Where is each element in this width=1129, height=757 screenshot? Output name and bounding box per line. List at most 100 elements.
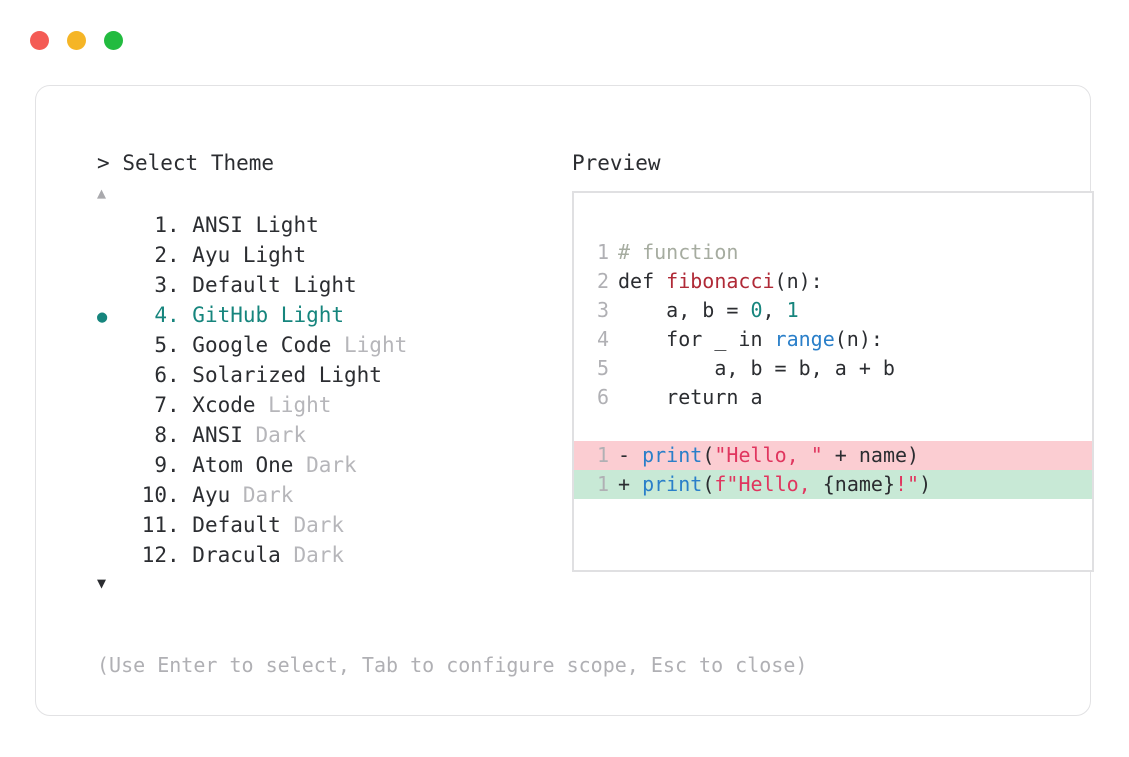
theme-item-separator: . bbox=[167, 513, 193, 537]
theme-list-item[interactable]: 10. Ayu Dark bbox=[97, 480, 567, 510]
theme-item-separator: . bbox=[167, 483, 193, 507]
theme-list-item[interactable]: 8. ANSI Dark bbox=[97, 420, 567, 450]
theme-item-number: 7 bbox=[154, 393, 167, 417]
code-token: + name bbox=[822, 443, 908, 467]
code-token: print bbox=[642, 443, 703, 467]
code-token: for _ in bbox=[618, 327, 775, 351]
code-token: ) bbox=[907, 443, 920, 467]
window-titlebar bbox=[30, 31, 123, 50]
bullet-placeholder bbox=[97, 242, 121, 272]
bullet-placeholder bbox=[97, 392, 121, 422]
code-token: ( bbox=[702, 443, 715, 467]
code-line: 6 return a bbox=[574, 383, 1092, 412]
theme-item-name: ANSI bbox=[192, 213, 243, 237]
line-number: 3 bbox=[596, 298, 609, 322]
line-number: 4 bbox=[596, 327, 609, 351]
theme-item-separator: . bbox=[167, 543, 193, 567]
code-line: 4 for _ in range(n): bbox=[574, 325, 1092, 354]
code-token: (n): bbox=[834, 327, 883, 351]
theme-item-name: GitHub bbox=[192, 303, 269, 327]
bullet-placeholder bbox=[97, 542, 121, 572]
code-blank-line bbox=[574, 412, 1092, 441]
theme-item-separator: . bbox=[167, 303, 193, 327]
code-token: ) bbox=[919, 472, 932, 496]
theme-item-separator: . bbox=[167, 213, 193, 237]
bullet-placeholder bbox=[97, 512, 121, 542]
keyboard-hint: (Use Enter to select, Tab to configure s… bbox=[97, 653, 808, 677]
theme-item-number: 3 bbox=[154, 273, 167, 297]
preview-column: Preview bbox=[572, 148, 1102, 178]
minimize-window-button[interactable] bbox=[67, 31, 86, 50]
theme-list-column: > Select Theme ▲ 1. ANSI Light 2. Ayu Li… bbox=[97, 148, 567, 594]
bullet-placeholder bbox=[97, 452, 121, 482]
prompt-header: > Select Theme bbox=[97, 148, 567, 178]
theme-item-separator: . bbox=[167, 453, 193, 477]
diff-removed-line: 1- print("Hello, " + name) bbox=[574, 441, 1092, 470]
theme-item-name: Ayu bbox=[192, 243, 231, 267]
theme-item-variant: Dark bbox=[242, 423, 307, 447]
theme-item-number: 8 bbox=[154, 423, 167, 447]
code-token: a, b = bbox=[618, 298, 751, 322]
theme-item-variant: Light bbox=[306, 363, 382, 387]
picker-columns: > Select Theme ▲ 1. ANSI Light 2. Ayu Li… bbox=[64, 124, 1094, 687]
code-token: range bbox=[774, 327, 835, 351]
diff-sign: + bbox=[618, 472, 643, 496]
code-token: # function bbox=[618, 240, 739, 264]
theme-list-item[interactable]: 12. Dracula Dark bbox=[97, 540, 567, 570]
prompt-spacer bbox=[110, 151, 123, 175]
line-number: 5 bbox=[596, 356, 609, 380]
code-token: ( bbox=[702, 472, 715, 496]
theme-item-variant: Light bbox=[331, 333, 408, 357]
close-window-button[interactable] bbox=[30, 31, 49, 50]
code-token: f"Hello, bbox=[714, 472, 823, 496]
page-title: Select Theme bbox=[122, 151, 275, 175]
theme-list: 1. ANSI Light 2. Ayu Light 3. Default Li… bbox=[97, 210, 567, 570]
bullet-placeholder bbox=[97, 482, 121, 512]
theme-item-variant: Light bbox=[230, 243, 307, 267]
theme-item-number: 12 bbox=[141, 543, 167, 567]
theme-list-item[interactable]: 6. Solarized Light bbox=[97, 360, 567, 390]
theme-item-separator: . bbox=[167, 363, 193, 387]
theme-list-item[interactable]: 5. Google Code Light bbox=[97, 330, 567, 360]
theme-item-name: Solarized bbox=[192, 363, 307, 387]
theme-list-item[interactable]: 2. Ayu Light bbox=[97, 240, 567, 270]
theme-list-item[interactable]: 7. Xcode Light bbox=[97, 390, 567, 420]
code-line: 1 # function bbox=[574, 238, 1092, 267]
theme-item-number: 10 bbox=[141, 483, 167, 507]
code-token: fibonacci bbox=[666, 269, 775, 293]
scroll-down-icon[interactable]: ▼ bbox=[97, 574, 107, 592]
theme-item-number: 2 bbox=[154, 243, 167, 267]
line-number: 1 bbox=[596, 240, 609, 264]
bullet-placeholder bbox=[97, 362, 121, 392]
line-number: 1 bbox=[596, 472, 609, 496]
line-number: 6 bbox=[596, 385, 609, 409]
theme-item-variant: Dark bbox=[293, 453, 357, 477]
code-token: !" bbox=[894, 472, 920, 496]
theme-list-item[interactable]: 1. ANSI Light bbox=[97, 210, 567, 240]
prompt-symbol: > bbox=[97, 151, 110, 175]
theme-list-item[interactable]: 9. Atom One Dark bbox=[97, 450, 567, 480]
code-token: {name} bbox=[822, 472, 895, 496]
preview-label: Preview bbox=[572, 151, 661, 175]
theme-item-number: 4 bbox=[154, 303, 167, 327]
theme-list-item[interactable]: 11. Default Dark bbox=[97, 510, 567, 540]
bullet-placeholder bbox=[97, 212, 121, 242]
theme-item-number: 5 bbox=[154, 333, 167, 357]
bullet-placeholder bbox=[97, 422, 121, 452]
maximize-window-button[interactable] bbox=[104, 31, 123, 50]
scroll-up-icon[interactable]: ▲ bbox=[97, 184, 107, 202]
bullet-placeholder bbox=[97, 272, 121, 302]
theme-item-name: Ayu bbox=[192, 483, 231, 507]
theme-item-name: ANSI bbox=[192, 423, 243, 447]
theme-item-separator: . bbox=[167, 423, 193, 447]
theme-list-item[interactable]: ●4. GitHub Light bbox=[97, 300, 567, 330]
line-number: 2 bbox=[596, 269, 609, 293]
theme-list-item[interactable]: 3. Default Light bbox=[97, 270, 567, 300]
code-token: , bbox=[762, 298, 787, 322]
theme-item-name: Default bbox=[192, 273, 281, 297]
theme-picker-body: > Select Theme ▲ 1. ANSI Light 2. Ayu Li… bbox=[36, 86, 1094, 715]
code-line: 5 a, b = b, a + b bbox=[574, 354, 1092, 383]
theme-item-name: Xcode bbox=[192, 393, 256, 417]
